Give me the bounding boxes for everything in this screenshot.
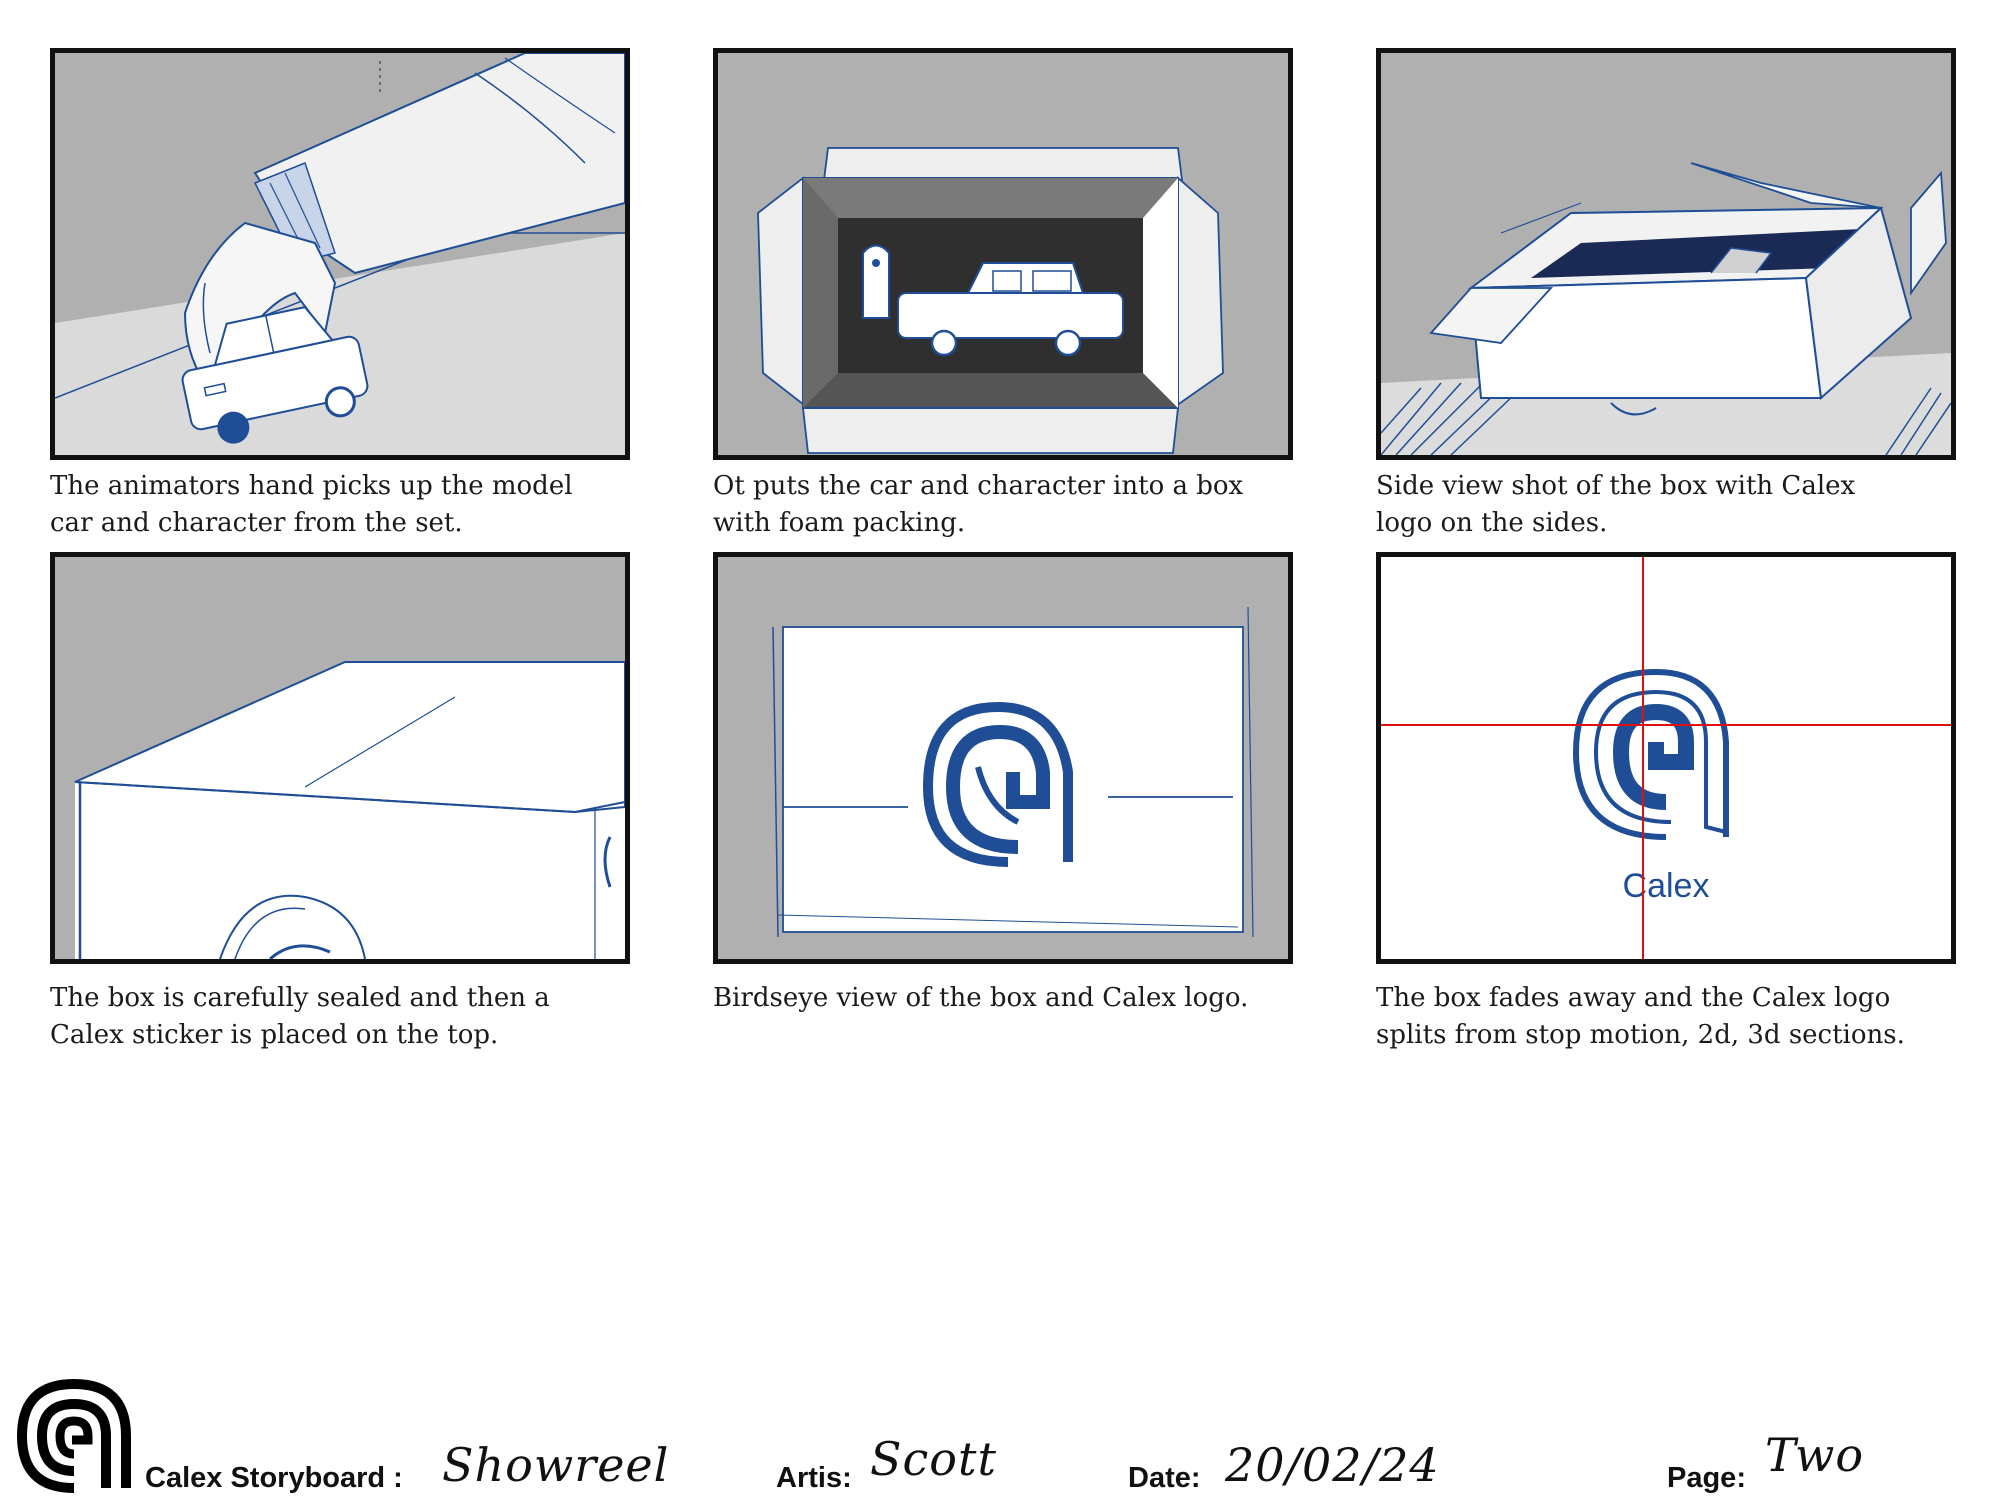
panel-3-caption-line-2: logo on the sides. [1376, 508, 1608, 538]
panel-1-caption-line-1: The animators hand picks up the model [50, 471, 573, 501]
panel-2-caption: Ot puts the car and character into a box… [713, 468, 1313, 542]
artist-value: Scott [870, 1432, 997, 1486]
panel-6-caption-line-1: The box fades away and the Calex logo [1376, 983, 1891, 1013]
storyboard-panel-4 [50, 552, 630, 964]
artist-label: Artis: [776, 1462, 852, 1494]
panel-1-sketch [55, 53, 625, 455]
panel-6-logo-text: Calex [1623, 867, 1710, 905]
panel-2-caption-line-2: with foam packing. [713, 508, 966, 538]
panel-5-caption: Birdseye view of the box and Calex logo. [713, 980, 1313, 1017]
page-value: Two [1765, 1428, 1865, 1482]
storyboard-panel-3 [1376, 48, 1956, 460]
calex-logo-large-icon [1572, 668, 1729, 840]
panel-2-sketch [757, 147, 1224, 454]
panel-6-caption-line-2: splits from stop motion, 2d, 3d sections… [1376, 1020, 1905, 1050]
storyboard-panel-2 [713, 48, 1293, 460]
panel-6-sketch: Calex [1381, 557, 1951, 959]
storyboard-panel-5 [713, 552, 1293, 964]
page-label: Page: [1667, 1462, 1746, 1494]
storyboard-panel-6: Calex [1376, 552, 1956, 964]
storyboard-panel-1 [50, 48, 630, 460]
panel-1-caption: The animators hand picks up the model ca… [50, 468, 650, 542]
calex-logo-icon [922, 701, 1073, 867]
panel-4-sketch [74, 661, 625, 959]
storyboard-label: Calex Storyboard : [145, 1462, 403, 1494]
panel-4-caption-line-1: The box is carefully sealed and then a [50, 983, 550, 1013]
calex-footer-logo-icon [16, 1378, 131, 1493]
panel-3-caption-line-1: Side view shot of the box with Calex [1376, 471, 1856, 501]
date-value: 20/02/24 [1225, 1438, 1440, 1492]
panel-6-caption: The box fades away and the Calex logo sp… [1376, 980, 1976, 1054]
panel-5-sketch [772, 606, 1254, 938]
date-label: Date: [1128, 1462, 1201, 1494]
panel-4-caption: The box is carefully sealed and then a C… [50, 980, 650, 1054]
panel-2-caption-line-1: Ot puts the car and character into a box [713, 471, 1244, 501]
panel-4-caption-line-2: Calex sticker is placed on the top. [50, 1020, 499, 1050]
storyboard-value: Showreel [442, 1438, 670, 1492]
panel-5-caption-line-1: Birdseye view of the box and Calex logo. [713, 983, 1249, 1013]
panel-3-caption: Side view shot of the box with Calex log… [1376, 468, 1976, 542]
panel-3-sketch [1381, 162, 1951, 455]
panel-1-caption-line-2: car and character from the set. [50, 508, 463, 538]
